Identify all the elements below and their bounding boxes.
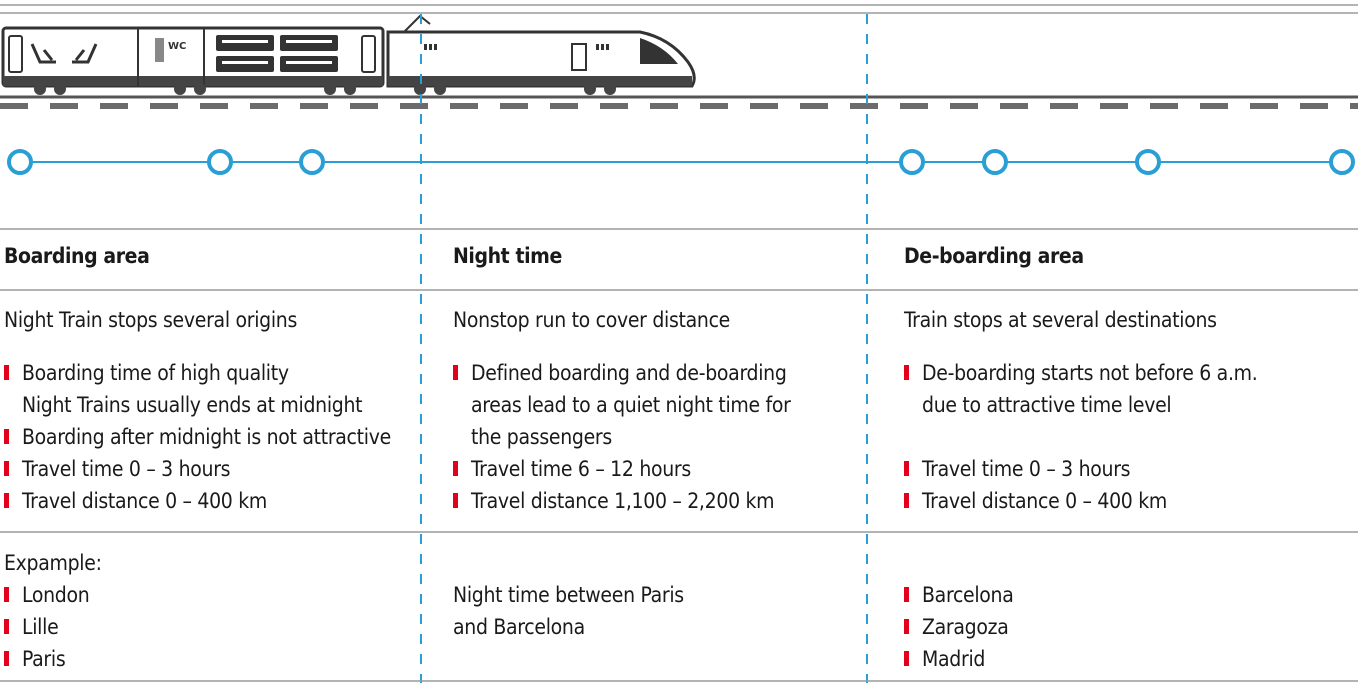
wc-label: WC — [168, 41, 186, 52]
stop-marker — [1135, 149, 1161, 175]
example-item: Zaragoza — [904, 611, 1014, 643]
bullet-marker — [904, 461, 909, 476]
bullet-marker — [904, 619, 909, 634]
examples-deboarding: Barcelona Zaragoza Madrid — [904, 579, 1014, 675]
example-label: Expample: — [4, 551, 102, 575]
bullet-item: De-boarding starts not before 6 a.m. due… — [904, 357, 1258, 421]
bullet-marker — [4, 365, 9, 380]
door-icon — [8, 35, 23, 73]
coach-underframe — [3, 76, 383, 86]
example-night: Night time between Paris and Barcelona — [453, 579, 684, 643]
bullet-item: Travel distance 1,100 – 2,200 km — [453, 485, 791, 517]
bullet-marker — [453, 461, 458, 476]
examples-boarding: Expample: London Lille Paris — [4, 547, 102, 675]
bullet-item: Defined boarding and de-boarding areas l… — [453, 357, 791, 453]
stop-marker — [7, 149, 33, 175]
wheels — [34, 83, 616, 95]
bullet-marker — [4, 493, 9, 508]
bullet-marker — [4, 651, 9, 666]
bullet-marker — [904, 493, 909, 508]
wc-icon — [155, 38, 164, 62]
pantograph — [403, 14, 431, 33]
bullets-deboarding: De-boarding starts not before 6 a.m. due… — [904, 357, 1258, 517]
door-icon — [361, 35, 376, 73]
bullet-item: Travel time 6 – 12 hours — [453, 453, 791, 485]
bullet-marker — [4, 619, 9, 634]
bullet-item: Travel distance 0 – 400 km — [904, 485, 1257, 517]
heading-boarding-area: Boarding area — [4, 244, 150, 268]
example-item: Lille — [4, 611, 102, 643]
bullet-item: Boarding time of high quality Night Trai… — [4, 357, 391, 421]
bullet-item: Travel distance 0 – 400 km — [4, 485, 391, 517]
train-illustration: WC — [1, 14, 696, 95]
bullet-marker — [904, 587, 909, 602]
example-text: Night time between Paris and Barcelona — [453, 583, 684, 639]
bullets-boarding: Boarding time of high quality Night Trai… — [4, 357, 391, 517]
intro-deboarding: Train stops at several destinations — [904, 308, 1217, 332]
bullet-item: Travel time 0 – 3 hours — [4, 453, 391, 485]
cab-window — [640, 38, 678, 64]
power-car — [386, 30, 696, 88]
stop-marker — [899, 149, 925, 175]
bullet-item: Travel time 0 – 3 hours — [904, 453, 1257, 485]
example-item: Barcelona — [904, 579, 1014, 611]
seat-icon — [72, 43, 98, 64]
berth-windows — [216, 35, 338, 72]
bullet-marker — [453, 365, 458, 380]
intro-boarding: Night Train stops several origins — [4, 308, 298, 332]
stop-marker — [207, 149, 233, 175]
bullet-item: Boarding after midnight is not attractiv… — [4, 421, 391, 453]
example-item: London — [4, 579, 102, 611]
example-item: Madrid — [904, 643, 1014, 675]
bullets-night: Defined boarding and de-boarding areas l… — [453, 357, 791, 517]
stop-marker — [1329, 149, 1355, 175]
intro-night: Nonstop run to cover distance — [453, 308, 731, 332]
bullet-marker — [4, 429, 9, 444]
bullet-marker — [904, 651, 909, 666]
bullet-marker — [453, 493, 458, 508]
bullet-marker — [4, 587, 9, 602]
stop-marker — [299, 149, 325, 175]
seat-icon — [30, 43, 56, 64]
heading-deboarding-area: De-boarding area — [904, 244, 1084, 268]
stop-marker — [982, 149, 1008, 175]
example-item: Paris — [4, 643, 102, 675]
bullet-marker — [4, 461, 9, 476]
heading-night-time: Night time — [453, 244, 562, 268]
bullet-marker — [904, 365, 909, 380]
door-icon — [571, 43, 587, 71]
